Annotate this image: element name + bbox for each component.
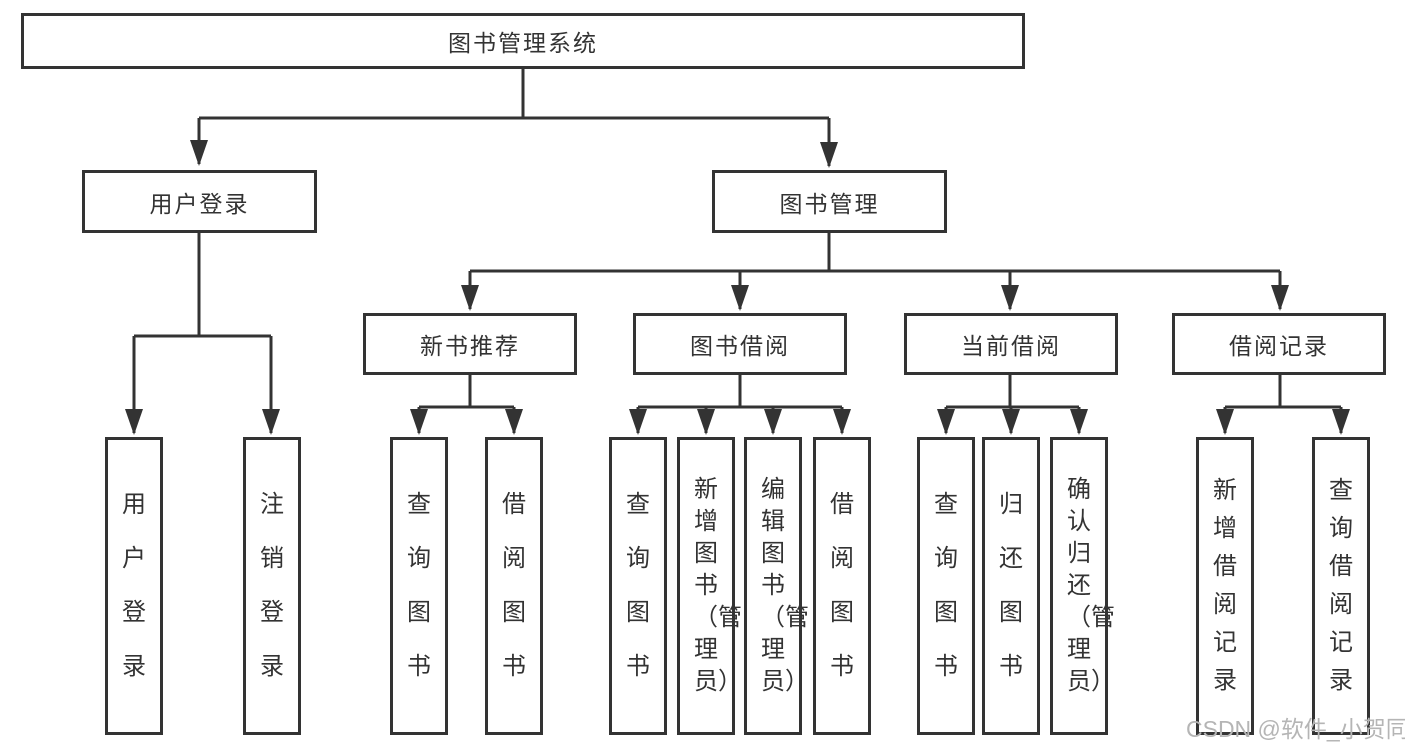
csdn-watermark: CSDN @软件_小贺同学 bbox=[1186, 716, 1405, 742]
node-book-borrow: 图书借阅 bbox=[633, 313, 847, 375]
connector-root-to-level2 bbox=[190, 69, 838, 168]
leaf-newbook-query-books-label: 查询图书 bbox=[407, 491, 431, 680]
node-user-login: 用户登录 bbox=[82, 170, 317, 233]
connector-currentborrow-to-leaves bbox=[937, 375, 1088, 435]
leaf-return-books: 归还图书 bbox=[982, 437, 1040, 735]
leaf-edit-books-admin-label: 编辑图书（管理员） bbox=[761, 476, 809, 695]
leaf-newbook-query-books: 查询图书 bbox=[390, 437, 448, 735]
node-new-book-recommend-label: 新书推荐 bbox=[420, 333, 520, 359]
leaf-borrow-query-books: 查询图书 bbox=[609, 437, 667, 735]
leaf-borrow-query-books-label: 查询图书 bbox=[626, 491, 650, 680]
leaf-borrow-books: 借阅图书 bbox=[813, 437, 871, 735]
node-book-management: 图书管理 bbox=[712, 170, 947, 233]
leaf-current-query-books: 查询图书 bbox=[917, 437, 975, 735]
node-root-label: 图书管理系统 bbox=[448, 30, 598, 56]
node-book-borrow-label: 图书借阅 bbox=[690, 333, 790, 359]
connector-borrowrecord-to-leaves bbox=[1216, 375, 1350, 435]
leaf-confirm-return-admin-label: 确认归还（管理员） bbox=[1067, 476, 1115, 695]
connector-bookmgmt-to-level3 bbox=[461, 233, 1289, 311]
node-current-borrow: 当前借阅 bbox=[904, 313, 1118, 375]
leaf-logout: 注销登录 bbox=[243, 437, 301, 735]
node-book-management-label: 图书管理 bbox=[779, 190, 880, 217]
node-user-login-label: 用户登录 bbox=[149, 190, 250, 217]
leaf-return-books-label: 归还图书 bbox=[999, 491, 1023, 680]
leaf-current-query-books-label: 查询图书 bbox=[934, 491, 958, 680]
leaf-add-books-admin: 新增图书（管理员） bbox=[677, 437, 742, 735]
leaf-borrow-books-label: 借阅图书 bbox=[830, 491, 854, 680]
leaf-confirm-return-admin: 确认归还（管理员） bbox=[1050, 437, 1115, 735]
node-new-book-recommend: 新书推荐 bbox=[363, 313, 577, 375]
leaf-add-borrow-record: 新增借阅记录 bbox=[1196, 437, 1254, 735]
leaf-query-borrow-record: 查询借阅记录 bbox=[1312, 437, 1370, 735]
connector-newbook-to-leaves bbox=[410, 375, 523, 435]
leaf-logout-label: 注销登录 bbox=[260, 491, 284, 680]
leaf-newbook-borrow-books-label: 借阅图书 bbox=[502, 491, 526, 680]
leaf-edit-books-admin: 编辑图书（管理员） bbox=[744, 437, 809, 735]
connector-userlogin-to-leaves bbox=[125, 233, 280, 435]
leaf-user-login: 用户登录 bbox=[105, 437, 163, 735]
node-current-borrow-label: 当前借阅 bbox=[961, 333, 1061, 359]
leaf-newbook-borrow-books: 借阅图书 bbox=[485, 437, 543, 735]
node-borrow-record: 借阅记录 bbox=[1172, 313, 1386, 375]
node-root: 图书管理系统 bbox=[21, 13, 1025, 69]
leaf-add-borrow-record-label: 新增借阅记录 bbox=[1213, 477, 1237, 694]
node-borrow-record-label: 借阅记录 bbox=[1229, 333, 1329, 359]
leaf-query-borrow-record-label: 查询借阅记录 bbox=[1329, 477, 1353, 694]
connector-bookborrow-to-leaves bbox=[629, 375, 851, 435]
leaf-add-books-admin-label: 新增图书（管理员） bbox=[694, 476, 742, 695]
leaf-user-login-label: 用户登录 bbox=[122, 491, 146, 680]
